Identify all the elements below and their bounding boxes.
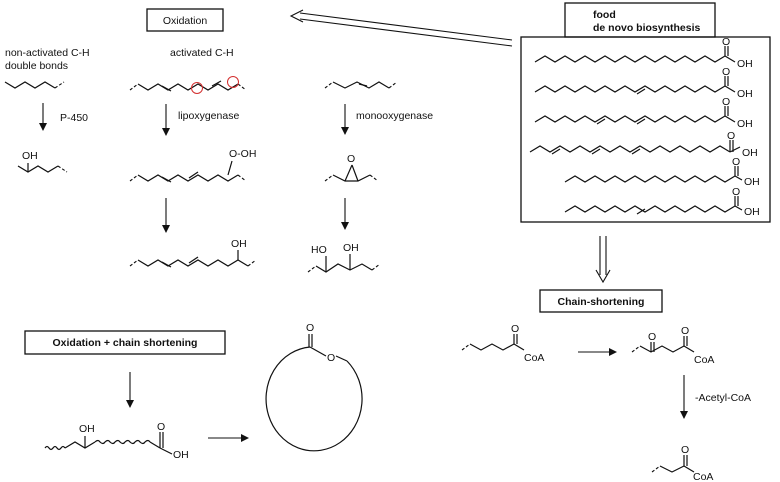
svg-text:O: O	[722, 66, 730, 78]
svg-text:CoA: CoA	[693, 471, 713, 482]
svg-text:O: O	[157, 421, 165, 433]
svg-text:activated C-H: activated C-H	[170, 47, 234, 59]
svg-text:O: O	[511, 323, 519, 335]
fatty-acid-4: O OH	[529, 130, 758, 159]
svg-text:OH: OH	[22, 150, 38, 162]
svg-text:O: O	[681, 444, 689, 456]
svg-text:OH: OH	[744, 176, 760, 188]
svg-text:non-activated C-H: non-activated C-H	[5, 47, 90, 59]
svg-text:HO: HO	[311, 244, 327, 256]
hollow-arrow-to-oxidation	[289, 9, 513, 47]
fatty-acid-2: O OH	[534, 66, 753, 100]
fatty-acid-5: O OH	[564, 156, 760, 188]
fatty-acid-6: O OH	[564, 186, 760, 218]
svg-text:O-OH: O-OH	[229, 148, 256, 160]
svg-text:CoA: CoA	[694, 354, 714, 366]
svg-text:-Acetyl-CoA: -Acetyl-CoA	[695, 392, 751, 404]
svg-text:OH: OH	[742, 147, 758, 159]
svg-text:double bonds: double bonds	[5, 60, 68, 72]
svg-text:O: O	[306, 322, 314, 334]
svg-text:O: O	[732, 186, 740, 198]
fatty-acid-1: O OH	[534, 36, 753, 70]
fatty-acid-list: O OH O OH O OH	[529, 36, 760, 218]
food-box: food de novo biosynthesis	[520, 2, 771, 223]
fatty-acid-3: O OH	[534, 96, 753, 130]
svg-text:O: O	[327, 352, 335, 364]
svg-text:P-450: P-450	[60, 112, 88, 124]
svg-text:OH: OH	[343, 242, 359, 254]
hollow-arrow-down	[595, 236, 611, 284]
svg-text:OH: OH	[737, 58, 753, 70]
svg-text:OH: OH	[173, 449, 189, 461]
oxidation-chain-shortening-section: Oxidation + chain shortening OH O OH O O	[24, 322, 363, 461]
column-lipoxygenase: activated C-H lipoxygenase O-OH OH	[129, 47, 256, 268]
svg-text:O: O	[722, 36, 730, 48]
svg-text:O: O	[648, 331, 656, 343]
oxidation-header: Oxidation	[146, 8, 224, 32]
svg-text:O: O	[347, 153, 355, 165]
svg-text:Chain-shortening: Chain-shortening	[558, 296, 645, 308]
svg-text:O: O	[727, 130, 735, 142]
chain-shortening-section: Chain-shortening O CoA O O CoA -Acetyl-C…	[461, 289, 751, 482]
svg-text:OH: OH	[737, 118, 753, 130]
svg-text:O: O	[732, 156, 740, 168]
svg-text:O: O	[722, 96, 730, 108]
svg-text:Oxidation + chain shortening: Oxidation + chain shortening	[53, 337, 198, 349]
svg-text:OH: OH	[744, 206, 760, 218]
svg-text:monooxygenase: monooxygenase	[356, 110, 433, 122]
svg-text:food: food	[593, 9, 616, 21]
column-p450: non-activated C-H double bonds P-450 OH	[4, 47, 90, 173]
svg-text:OH: OH	[79, 423, 95, 435]
svg-text:Oxidation: Oxidation	[163, 15, 208, 27]
svg-text:de novo biosynthesis: de novo biosynthesis	[593, 22, 701, 34]
svg-text:lipoxygenase: lipoxygenase	[178, 110, 239, 122]
svg-text:O: O	[681, 325, 689, 337]
svg-text:OH: OH	[737, 88, 753, 100]
svg-text:OH: OH	[231, 238, 247, 250]
column-monooxygenase: monooxygenase O HO OH	[307, 81, 433, 273]
svg-text:CoA: CoA	[524, 352, 544, 364]
